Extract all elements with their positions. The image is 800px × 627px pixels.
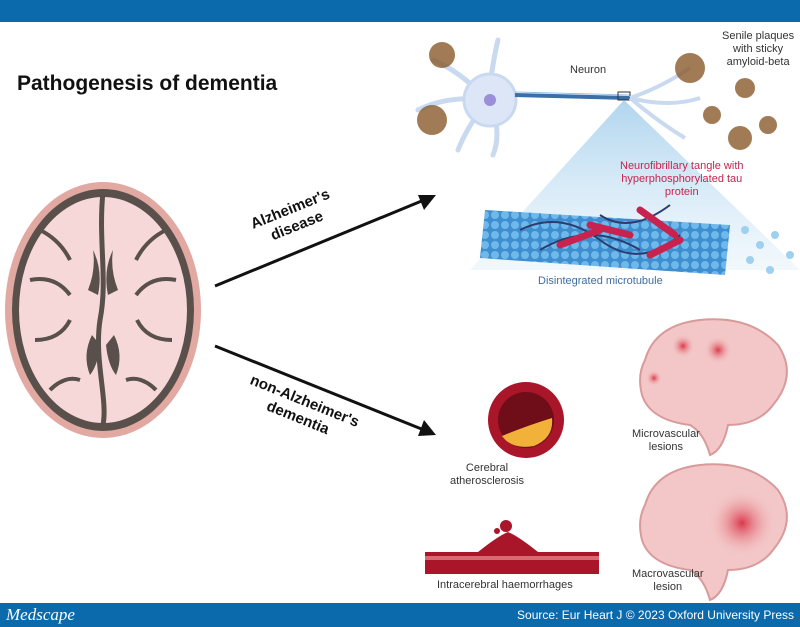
micro-line2: lesions	[648, 441, 684, 453]
haemorrhage-vessel	[425, 520, 599, 574]
label-senile-plaques: Senile plaques with sticky amyloid-beta	[722, 30, 794, 69]
brain-axial-section	[5, 182, 201, 438]
athero-line2: atherosclerosis	[450, 475, 524, 487]
arrow-non-alzheimers	[214, 344, 436, 436]
label-microtubule: Disintegrated microtubule	[538, 275, 663, 287]
macro-line1: Macrovascular	[632, 568, 704, 580]
tangle-line3: protein	[664, 186, 699, 198]
label-neuron: Neuron	[570, 64, 607, 76]
footer-bar: Medscape Source: Eur Heart J © 2023 Oxfo…	[0, 603, 800, 627]
brain-microvascular	[639, 318, 788, 457]
arrow-alzheimers	[214, 195, 436, 288]
figure-title: Pathogenesis of dementia	[17, 72, 278, 95]
amyloid-plaques	[417, 42, 777, 150]
plaques-line2: with sticky	[733, 43, 784, 55]
micro-line1: Microvascular	[632, 428, 700, 440]
label-macrovascular: Macrovascular lesion	[632, 568, 704, 594]
label-microvascular: Microvascular lesions	[632, 428, 700, 454]
label-haemorrhage: Intracerebral haemorrhages	[437, 579, 573, 591]
plaques-line3: amyloid-beta	[726, 56, 790, 68]
macro-line2: lesion	[653, 581, 683, 593]
header-bar	[0, 0, 800, 22]
plaques-line1: Senile plaques	[722, 30, 795, 42]
artery-cross-section	[488, 382, 564, 458]
label-atherosclerosis: Cerebral atherosclerosis	[450, 462, 524, 488]
medscape-logo[interactable]: Medscape	[6, 605, 75, 624]
brain-macrovascular	[639, 463, 788, 602]
athero-line1: Cerebral	[465, 462, 509, 474]
label-tangle: Neurofibrillary tangle with hyperphospho…	[620, 160, 744, 199]
tangle-line2: hyperphosphorylated tau	[621, 173, 743, 185]
tangle-line1: Neurofibrillary tangle with	[620, 160, 744, 172]
source-citation: Source: Eur Heart J © 2023 Oxford Univer…	[517, 608, 794, 622]
microtubule	[480, 204, 794, 275]
diagram-canvas	[5, 37, 800, 602]
